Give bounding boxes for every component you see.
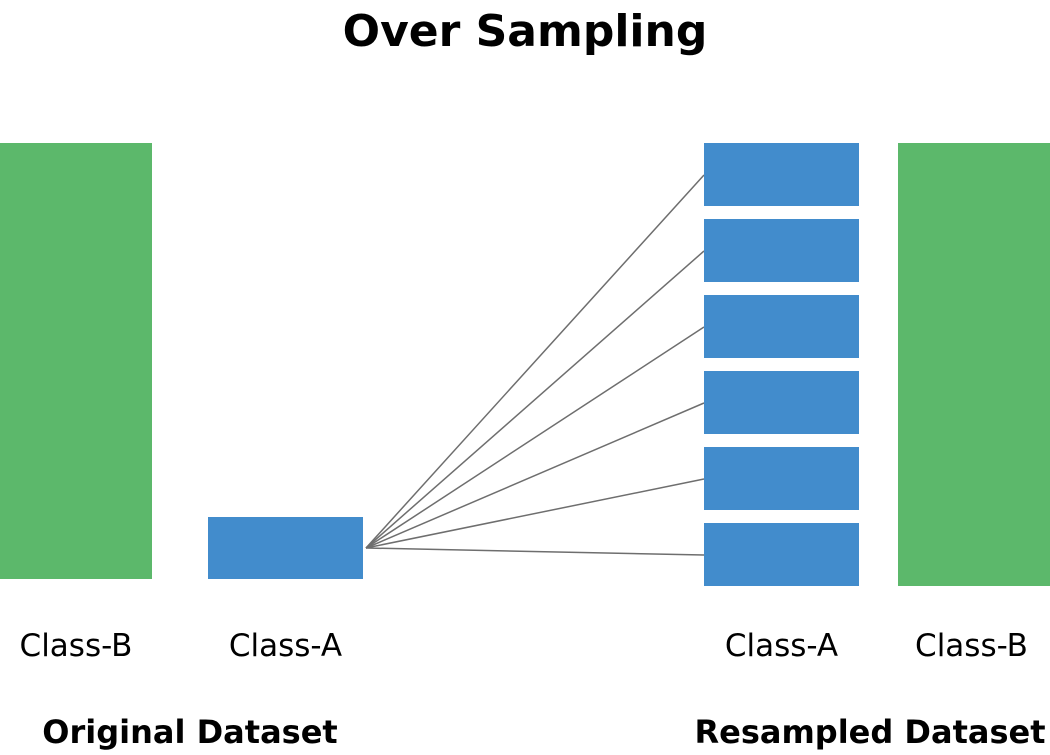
original-class-b-label: Class-B <box>19 628 133 664</box>
original-class-a-block <box>208 517 363 579</box>
resampled-class-a-copy-2 <box>704 219 859 282</box>
original-class-b-block <box>0 143 152 579</box>
original-dataset-label: Original Dataset <box>42 713 338 751</box>
resampled-class-b-block <box>898 143 1050 586</box>
resampled-class-a-copy-5 <box>704 447 859 510</box>
connector-line-1 <box>365 174 705 549</box>
connector-line-4 <box>365 402 705 549</box>
connector-line-6 <box>365 547 705 556</box>
resampled-dataset-label: Resampled Dataset <box>694 713 1046 751</box>
resampled-class-a-copy-4 <box>704 371 859 434</box>
diagram-title: Over Sampling <box>342 6 708 57</box>
resampled-class-a-copy-3 <box>704 295 859 358</box>
resampled-class-a-copy-6 <box>704 523 859 586</box>
resampled-class-a-label: Class-A <box>724 628 839 664</box>
connector-line-5 <box>365 478 705 549</box>
original-class-a-label: Class-A <box>228 628 343 664</box>
connector-line-2 <box>365 250 705 549</box>
resampled-class-b-label: Class-B <box>915 628 1028 664</box>
resampled-class-a-copy-1 <box>704 143 859 206</box>
connector-line-3 <box>365 326 705 549</box>
